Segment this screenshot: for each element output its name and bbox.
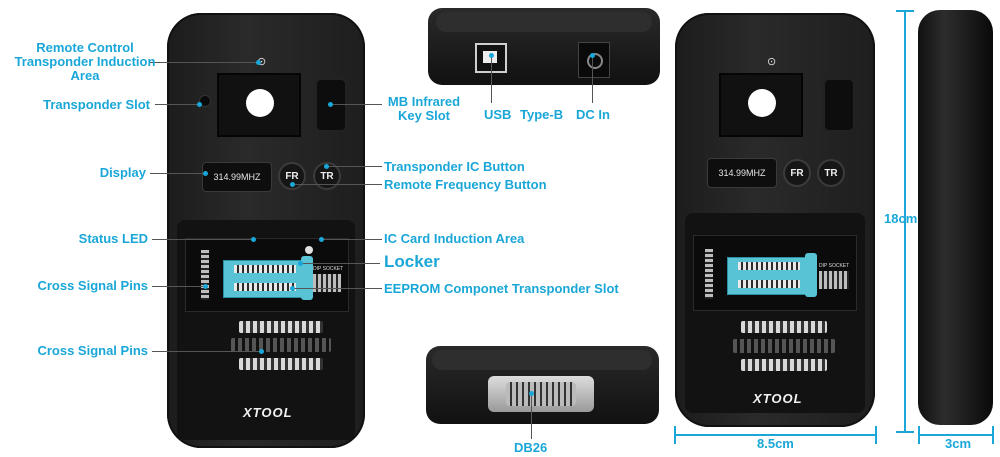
ic-card-induction-area-label: IC Card Induction Area — [384, 231, 525, 246]
db26-port — [488, 376, 594, 412]
type-b-label: Type-B — [520, 107, 564, 122]
display-screen: 314.99MHZ — [202, 162, 272, 192]
programmer-side-view — [918, 10, 993, 425]
display-screen-2: 314.99MHZ — [707, 158, 777, 188]
db26-label: DB26 — [514, 440, 548, 455]
display-label: Display — [99, 165, 146, 180]
transponder-induction-label: Transponder Induction — [14, 54, 156, 69]
width-label: 8.5cm — [757, 436, 794, 451]
eeprom-slot-label: EEPROM Componet Transponder Slot — [384, 281, 619, 296]
key-slot-label: Key Slot — [397, 108, 450, 123]
transponder-ic-button-label: Transponder IC Button — [384, 159, 525, 174]
mb-infrared-label: MB Infrared — [387, 94, 461, 109]
programmer-front-view: ⊙ 314.99MHZ FR TR DIP SOCKET XTOOL — [167, 13, 365, 448]
depth-dimension-line — [918, 434, 994, 436]
dc-in-label: DC In — [576, 107, 610, 122]
programmer-front-view-dimensions: ⊙ 314.99MHZ FR TR DIP SOCKET XTOOL — [675, 13, 875, 427]
status-led-label: Status LED — [78, 231, 148, 246]
programmer-back-view — [428, 8, 660, 85]
programmer-bottom-view — [426, 346, 659, 424]
width-dimension-line — [674, 434, 877, 436]
nfc-icon-2: ⊙ — [767, 56, 777, 68]
transponder-ic-button-2[interactable]: TR — [817, 159, 845, 187]
height-label: 18cm — [884, 211, 918, 226]
remote-frequency-button-label: Remote Frequency Button — [384, 177, 547, 192]
dc-in-port — [578, 42, 610, 78]
height-dimension-line — [904, 10, 906, 433]
depth-label: 3cm — [945, 436, 972, 451]
cross-signal-pins — [239, 321, 323, 333]
brand-logo: XTOOL — [243, 405, 293, 420]
brand-logo-2: XTOOL — [753, 391, 803, 406]
usb-label: USB — [484, 107, 512, 122]
dip-socket-label: DIP SOCKET — [313, 266, 344, 272]
ic-card-panel: DIP SOCKET — [177, 220, 355, 440]
transponder-ic-button[interactable]: TR — [313, 162, 341, 190]
locker-lever[interactable] — [301, 256, 313, 300]
eeprom-zif-socket — [223, 260, 309, 298]
area-label: Area — [70, 68, 100, 83]
cross-signal-pins-label-2: Cross Signal Pins — [37, 343, 148, 358]
transponder-slot — [217, 73, 301, 137]
dip-socket-label-2: DIP SOCKET — [819, 263, 850, 269]
cross-signal-pins-side — [201, 250, 209, 300]
transponder-slot-label: Transponder Slot — [43, 97, 150, 112]
nfc-icon: ⊙ — [257, 56, 267, 68]
locker-label: Locker — [384, 252, 440, 271]
remote-control-label: Remote Control — [36, 40, 134, 55]
cross-signal-pins-label-1: Cross Signal Pins — [37, 278, 148, 293]
remote-frequency-button-2[interactable]: FR — [783, 159, 811, 187]
